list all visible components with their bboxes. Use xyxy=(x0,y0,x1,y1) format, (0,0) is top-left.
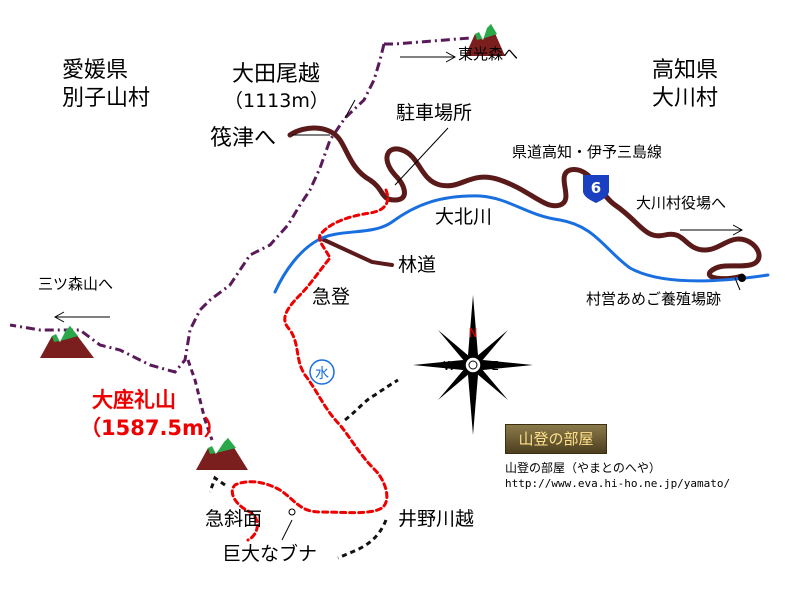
forest-road xyxy=(318,236,394,267)
label-steep-slope: 急斜面 xyxy=(205,508,263,530)
hiking-trail xyxy=(230,188,390,542)
compass-n: N xyxy=(469,326,478,340)
label-besshi-village: 別子山村 xyxy=(62,86,151,111)
compass-rose: N S W E xyxy=(413,295,533,435)
label-kochi-pref: 高知県 xyxy=(652,58,719,83)
side-path-east xyxy=(344,378,399,422)
buna-leader xyxy=(281,519,293,541)
label-pref-road: 県道高知・伊予三島線 xyxy=(512,143,663,161)
mountain-icon xyxy=(465,24,505,56)
compass-e: E xyxy=(491,359,499,373)
label-mitsumori: 三ツ森山へ xyxy=(38,275,114,293)
mountain-icon xyxy=(40,326,94,358)
label-okawa-office: 大川村役場へ xyxy=(636,194,727,212)
site-url[interactable]: http://www.eva.hi-ho.ne.jp/yamato/ xyxy=(505,477,731,490)
label-steep-climb: 急登 xyxy=(312,286,351,308)
label-ehime-pref: 愛媛県 xyxy=(62,58,129,83)
label-forest-road: 林道 xyxy=(398,254,437,276)
parking-leader xyxy=(394,127,449,186)
water-label: 水 xyxy=(315,366,329,382)
site-logo-badge: 山登の部屋 xyxy=(505,424,607,454)
prefecture-boundary-ridge xyxy=(9,36,471,374)
label-amego-site: 村営あめご養殖場跡 xyxy=(586,290,722,308)
label-parking: 駐車場所 xyxy=(396,102,473,124)
amego-marker xyxy=(738,274,746,282)
side-path-summit xyxy=(208,475,226,493)
compass-w: W xyxy=(443,359,455,373)
route-number: 6 xyxy=(591,179,601,197)
otao-leader xyxy=(344,99,356,119)
route-6-sign: 6 xyxy=(583,175,609,203)
label-okawa-village: 大川村 xyxy=(652,86,719,111)
mountain-icon xyxy=(196,438,248,470)
ridge-to-ozare xyxy=(186,359,214,441)
label-sasatsu: 筏津へ xyxy=(210,126,277,151)
arrow-tokomori xyxy=(400,51,457,63)
label-okita-river: 大北川 xyxy=(435,206,493,228)
site-name: 山登の部屋（やまとのへや） xyxy=(505,461,661,475)
arrow-okawa-office xyxy=(680,224,744,236)
label-inogawa-pass: 井野川越 xyxy=(398,508,475,530)
compass-s: S xyxy=(469,390,477,404)
buna-marker xyxy=(288,508,296,516)
water-marker xyxy=(309,359,335,385)
label-giant-beech: 巨大なブナ xyxy=(222,543,318,565)
arrow-mitsumori xyxy=(53,311,110,323)
label-ozare-mountain: 大座礼山 xyxy=(92,388,176,412)
label-otao-elevation: （1113m） xyxy=(224,90,329,112)
side-path-south xyxy=(337,519,388,560)
label-otao-pass: 大田尾越 xyxy=(232,62,321,87)
label-ozare-elevation: （1587.5m） xyxy=(80,416,225,440)
label-tokomori: 東光森へ xyxy=(458,45,519,63)
amego-leader xyxy=(734,277,741,291)
